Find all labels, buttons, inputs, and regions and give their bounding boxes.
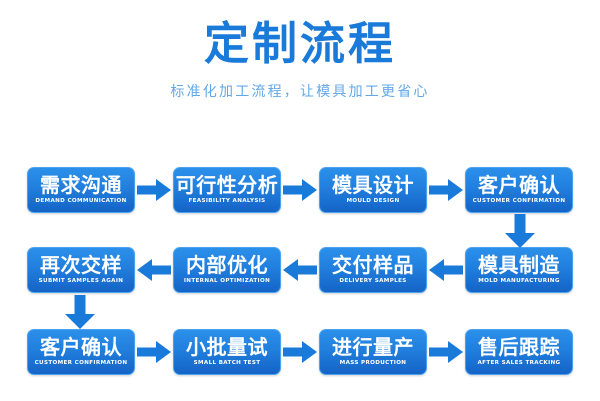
step-box-2-1[interactable]: 再次交样 SUBMIT SAMPLES AGAIN	[27, 247, 135, 293]
arrow-right-icon	[135, 177, 173, 203]
step-label-cn: 进行量产	[332, 335, 414, 359]
step-label-en: DELIVERY SAMPLES	[339, 278, 407, 284]
step-label-cn: 客户确认	[478, 173, 560, 197]
step-box-1-1[interactable]: 需求沟通 DEMAND COMMUNICATION	[27, 167, 135, 213]
step-box-1-2[interactable]: 可行性分析 FEASIBILITY ANALYSIS	[173, 167, 281, 213]
page-subtitle: 标准化加工流程，让模具加工更省心	[170, 84, 430, 100]
step-box-3-2[interactable]: 小批量试 SMALL BATCH TEST	[173, 329, 281, 375]
step-label-en: AFTER SALES TRACKING	[477, 360, 561, 366]
process-row-1: 需求沟通 DEMAND COMMUNICATION 可行性分析 FEASIBIL…	[0, 166, 600, 214]
step-box-3-1[interactable]: 客户确认 CUSTOMER CONFIRMATION	[27, 329, 135, 375]
arrow-right-icon	[427, 339, 465, 365]
step-box-2-2[interactable]: 内部优化 INTERNAL OPTIMIZATION	[173, 247, 281, 293]
arrow-left-icon	[281, 257, 319, 283]
step-box-3-4[interactable]: 售后跟踪 AFTER SALES TRACKING	[465, 329, 573, 375]
step-label-en: CUSTOMER CONFIRMATION	[472, 198, 566, 204]
arrow-left-icon	[135, 257, 173, 283]
step-box-2-4[interactable]: 模具制造 MOLD MANUFACTURING	[465, 247, 573, 293]
process-row-2: 再次交样 SUBMIT SAMPLES AGAIN 内部优化 INTERNAL …	[0, 246, 600, 294]
process-flow: 需求沟通 DEMAND COMMUNICATION 可行性分析 FEASIBIL…	[0, 152, 600, 401]
step-label-cn: 客户确认	[40, 335, 122, 359]
step-label-en: FEASIBILITY ANALYSIS	[188, 198, 266, 204]
step-label-en: MASS PRODUCTION	[339, 360, 407, 366]
step-label-en: DEMAND COMMUNICATION	[35, 198, 127, 204]
step-label-cn: 模具制造	[478, 253, 560, 277]
process-row-3: 客户确认 CUSTOMER CONFIRMATION 小批量试 SMALL BA…	[0, 328, 600, 376]
arrow-down-icon-row1-row2	[505, 214, 535, 248]
step-label-en: SUBMIT SAMPLES AGAIN	[38, 278, 124, 284]
step-label-en: MOULD DESIGN	[346, 198, 400, 204]
step-label-cn: 模具设计	[332, 173, 414, 197]
arrow-right-icon	[427, 177, 465, 203]
step-label-cn: 再次交样	[40, 253, 122, 277]
step-label-cn: 交付样品	[332, 253, 414, 277]
step-label-cn: 内部优化	[186, 253, 268, 277]
step-label-en: MOLD MANUFACTURING	[478, 278, 560, 284]
arrow-right-icon	[281, 339, 319, 365]
step-label-cn: 售后跟踪	[478, 335, 560, 359]
step-box-1-4[interactable]: 客户确认 CUSTOMER CONFIRMATION	[465, 167, 573, 213]
step-label-cn: 需求沟通	[40, 173, 122, 197]
arrow-down-icon-row2-row3	[65, 295, 95, 329]
step-label-cn: 可行性分析	[175, 173, 279, 197]
step-label-en: SMALL BATCH TEST	[193, 360, 261, 366]
header: 定制流程 标准化加工流程，让模具加工更省心	[0, 0, 600, 101]
step-box-1-3[interactable]: 模具设计 MOULD DESIGN	[319, 167, 427, 213]
arrow-right-icon	[135, 339, 173, 365]
step-label-en: INTERNAL OPTIMIZATION	[183, 278, 271, 284]
arrow-right-icon	[281, 177, 319, 203]
page-title: 定制流程	[203, 17, 396, 70]
step-box-3-3[interactable]: 进行量产 MASS PRODUCTION	[319, 329, 427, 375]
step-label-en: CUSTOMER CONFIRMATION	[34, 360, 128, 366]
step-label-cn: 小批量试	[186, 335, 268, 359]
step-box-2-3[interactable]: 交付样品 DELIVERY SAMPLES	[319, 247, 427, 293]
arrow-left-icon	[427, 257, 465, 283]
